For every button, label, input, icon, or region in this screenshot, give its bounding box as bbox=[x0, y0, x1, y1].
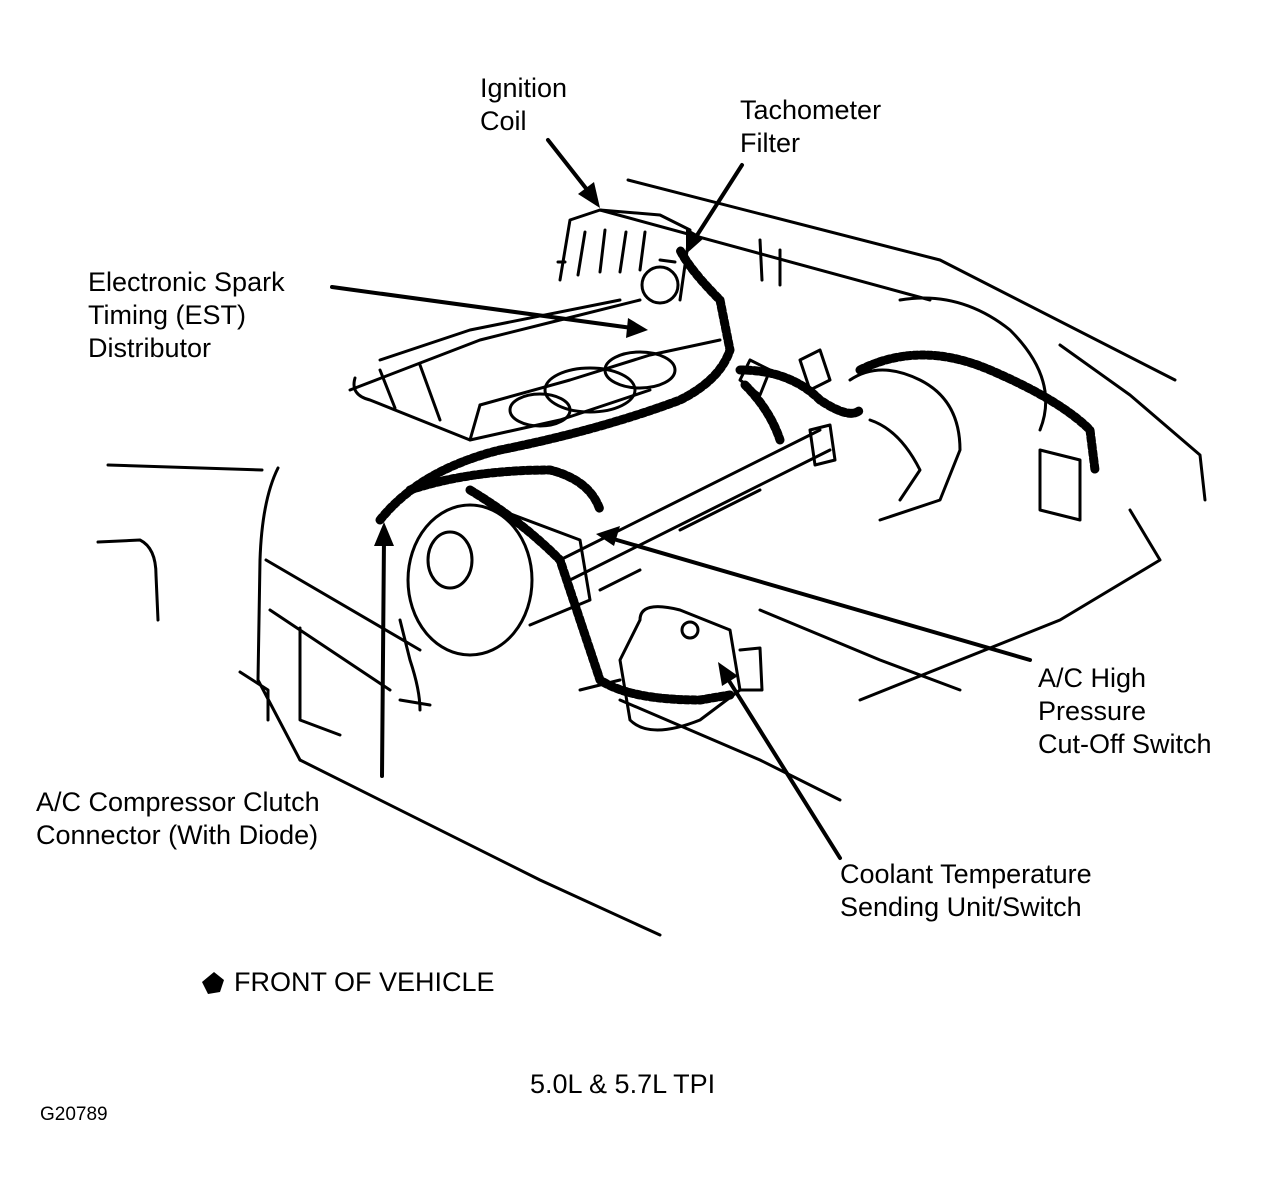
label-line: Sending Unit/Switch bbox=[840, 892, 1082, 922]
intake-plenum bbox=[348, 298, 722, 442]
label-line: Coolant Temperature bbox=[840, 859, 1092, 889]
label-ac-compressor-clutch: A/C Compressor Clutch Connector (With Di… bbox=[36, 786, 320, 852]
label-coolant-temp: Coolant Temperature Sending Unit/Switch bbox=[840, 858, 1092, 924]
distributor-body bbox=[556, 208, 692, 305]
injector-connectors bbox=[738, 348, 837, 467]
label-ac-high-pressure: A/C High Pressure Cut-Off Switch bbox=[1038, 662, 1212, 761]
label-line: Filter bbox=[740, 128, 800, 158]
label-tachometer-filter: Tachometer Filter bbox=[740, 94, 881, 160]
arrow-ignition-coil bbox=[546, 138, 600, 208]
arrow-ac-high-pressure bbox=[596, 526, 1032, 662]
label-line: Cut-Off Switch bbox=[1038, 729, 1212, 759]
arrow-tachometer-filter bbox=[686, 163, 744, 254]
label-line: Distributor bbox=[88, 333, 212, 363]
legend-front-of-vehicle: FRONT OF VEHICLE bbox=[234, 967, 495, 997]
label-line: Pressure bbox=[1038, 696, 1147, 726]
label-line: Ignition bbox=[480, 73, 568, 103]
arrow-coolant-temp bbox=[718, 662, 842, 860]
cowl-outline bbox=[598, 178, 1207, 702]
front-marker-icon bbox=[202, 972, 224, 994]
label-ignition-coil: Ignition Coil bbox=[480, 72, 567, 138]
label-line: Tachometer bbox=[740, 95, 882, 125]
label-est-distributor: Electronic Spark Timing (EST) Distributo… bbox=[88, 266, 285, 365]
diagram-caption: 5.0L & 5.7L TPI bbox=[530, 1069, 716, 1099]
label-line: A/C Compressor Clutch bbox=[36, 787, 320, 817]
blower-housing bbox=[848, 368, 1082, 522]
label-line: Connector (With Diode) bbox=[36, 820, 319, 850]
left-fender-outline bbox=[96, 463, 662, 937]
label-line: Timing (EST) bbox=[88, 300, 247, 330]
wiring-harness bbox=[375, 245, 1100, 705]
thermostat-housing bbox=[578, 605, 962, 802]
arrow-ac-compressor-clutch bbox=[374, 522, 394, 778]
arrow-est-distributor bbox=[330, 285, 648, 338]
label-line: Coil bbox=[480, 106, 527, 136]
label-line: Electronic Spark bbox=[88, 267, 285, 297]
ac-compressor bbox=[398, 503, 592, 712]
figure-code: G20789 bbox=[40, 1104, 108, 1125]
label-line: A/C High bbox=[1038, 663, 1147, 693]
